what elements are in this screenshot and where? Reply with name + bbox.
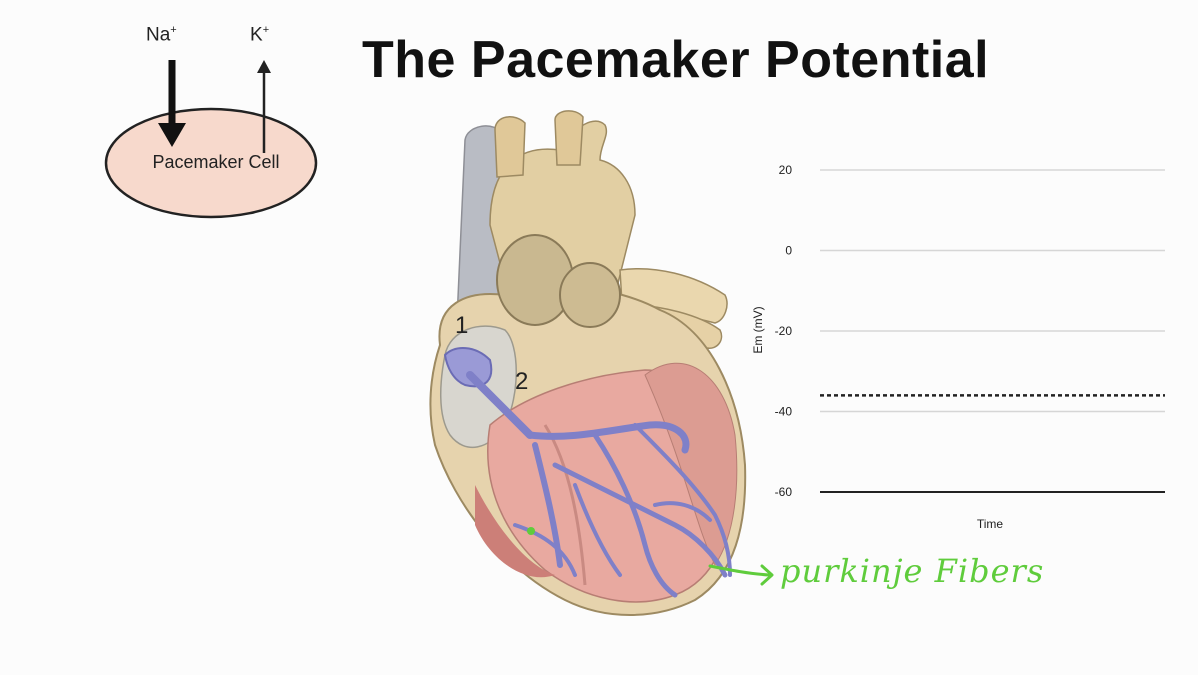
chart-gridlines [820, 170, 1165, 492]
k-base: K [250, 24, 263, 45]
membrane-potential-chart: 20 0 -20 -40 -60 Em (mV) Time [740, 150, 1180, 550]
pulmonary-opening [560, 263, 620, 327]
potassium-arrow-head [257, 60, 271, 73]
annotation-arrow-line [710, 566, 770, 575]
purkinje-fibers-annotation: purkinje Fibers [780, 552, 1044, 590]
tick-label-neg60: -60 [775, 485, 793, 499]
label-sa-node: 1 [455, 312, 468, 340]
pacemaker-cell-diagram [100, 55, 330, 225]
pacemaker-cell-label: Pacemaker Cell [110, 152, 322, 173]
aortic-opening [497, 235, 573, 325]
annotation-arrow [700, 548, 790, 598]
y-axis-title: Em (mV) [751, 306, 765, 353]
brachiocephalic-artery [495, 117, 525, 177]
x-axis-title: Time [977, 517, 1004, 531]
marker-dot [527, 527, 535, 535]
potassium-ion-label: K+ [250, 24, 269, 46]
label-av-node: 2 [515, 368, 528, 396]
tick-label-0: 0 [785, 244, 792, 258]
slide-title: The Pacemaker Potential [362, 30, 1162, 90]
heart-illustration [395, 105, 765, 625]
k-charge: + [263, 24, 269, 36]
sodium-ion-label: Na+ [146, 24, 177, 46]
na-charge: + [170, 24, 176, 36]
chart-tick-labels: 20 0 -20 -40 -60 [775, 163, 793, 499]
carotid-artery [555, 111, 583, 165]
tick-label-neg20: -20 [775, 324, 793, 338]
na-base: Na [146, 24, 170, 45]
tick-label-20: 20 [779, 163, 793, 177]
tick-label-neg40: -40 [775, 405, 793, 419]
